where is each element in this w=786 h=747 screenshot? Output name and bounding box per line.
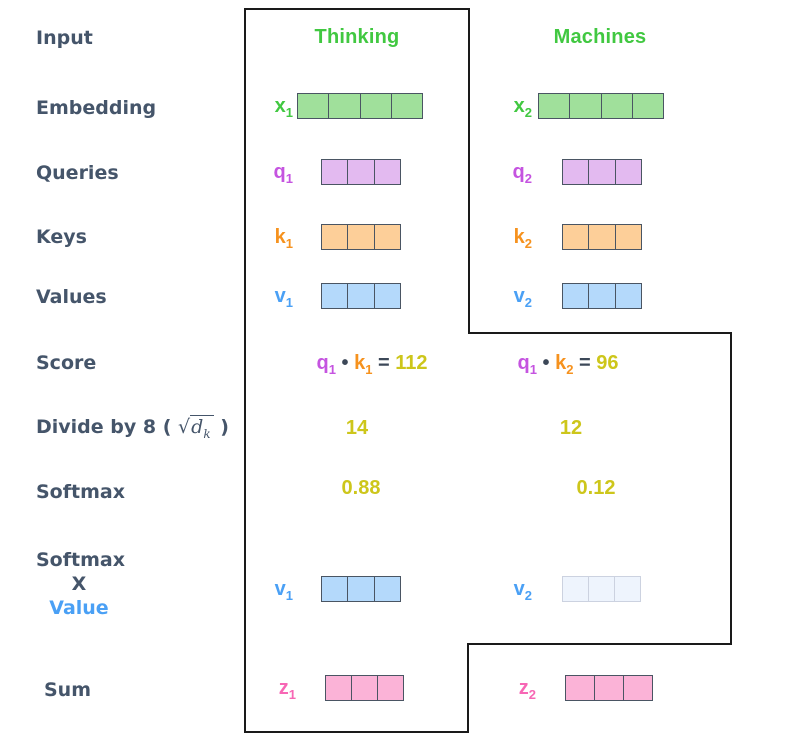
v2-weighted-label: v2 <box>513 578 532 603</box>
divide-value-machines: 12 <box>559 417 583 439</box>
z2-vector <box>565 675 653 701</box>
x2-vector <box>538 93 664 119</box>
divide-value-thinking: 14 <box>345 417 369 439</box>
z1-vector <box>325 675 404 701</box>
score-q1k1: q1 • k1 = 112 <box>316 352 428 377</box>
sqrt-dk-formula: √dk <box>178 415 214 446</box>
v1-vector <box>321 283 401 309</box>
label-input: Input <box>36 27 93 49</box>
v1-label: v1 <box>274 285 293 310</box>
label-softmax-x-value: Softmax X Value <box>36 549 125 619</box>
q1-label: q1 <box>273 161 293 186</box>
v2-vector <box>562 283 642 309</box>
k2-label: k2 <box>513 226 532 251</box>
label-queries: Queries <box>36 162 119 184</box>
k2-vector <box>562 224 642 250</box>
q2-label: q2 <box>512 161 532 186</box>
label-score: Score <box>36 352 97 374</box>
label-embedding: Embedding <box>36 97 157 119</box>
x1-label: x1 <box>274 95 293 120</box>
score-q1k2: q1 • k2 = 96 <box>517 352 619 377</box>
x2-label: x2 <box>513 95 532 120</box>
label-divide-by-8: Divide by 8 ( √dk ) <box>36 415 229 446</box>
x1-vector <box>297 93 423 119</box>
z1-label: z1 <box>278 677 296 702</box>
v2-label: v2 <box>513 285 532 310</box>
column-header-thinking: Thinking <box>314 26 400 48</box>
k1-vector <box>321 224 401 250</box>
column-header-machines: Machines <box>553 26 647 48</box>
z2-label: z2 <box>518 677 536 702</box>
v2-weighted-vector-faded <box>562 576 641 602</box>
softmax-value-thinking: 0.88 <box>341 477 381 499</box>
label-softmax: Softmax <box>36 481 125 503</box>
q1-vector <box>321 159 401 185</box>
v1-weighted-vector <box>321 576 401 602</box>
label-values: Values <box>36 286 107 308</box>
softmax-value-machines: 0.12 <box>576 477 616 499</box>
q2-vector <box>562 159 642 185</box>
label-sum: Sum <box>44 679 92 701</box>
k1-label: k1 <box>274 226 293 251</box>
v1-weighted-label: v1 <box>274 578 293 603</box>
label-keys: Keys <box>36 226 87 248</box>
